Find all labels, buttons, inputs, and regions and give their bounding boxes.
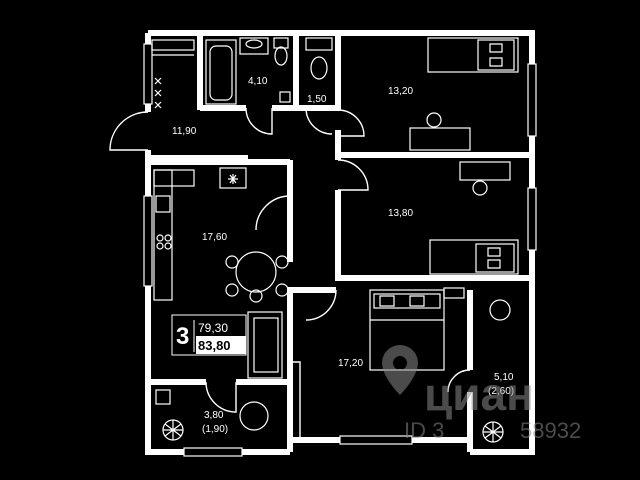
watermark: циан ID 3 58932 <box>382 345 581 443</box>
room-label-kitchen: 17,60 <box>202 232 227 243</box>
room-label-balcony-right-reduced: (2,60) <box>488 386 514 397</box>
windows <box>143 43 537 457</box>
bathroom-fixtures <box>205 37 333 105</box>
total-area: 83,80 <box>198 338 231 353</box>
wardrobe <box>151 39 195 109</box>
living-area: 79,30 <box>198 321 228 335</box>
room-label-balcony-left-reduced: (1,90) <box>202 424 228 435</box>
room-label-living: 17,20 <box>338 358 363 369</box>
location-pin-icon <box>382 345 418 395</box>
rooms-count: 3 <box>176 323 189 350</box>
room-label-balcony-right: 5,10 <box>494 372 514 383</box>
room-label-bedroom-top: 13,20 <box>388 86 413 97</box>
room-label-bedroom-mid: 13,80 <box>388 208 413 219</box>
room-label-bathroom: 4,10 <box>248 76 268 87</box>
watermark-id: ID 3 <box>404 418 444 443</box>
watermark-id-tail: 58932 <box>520 418 581 443</box>
room-label-corridor: 11,90 <box>172 126 197 137</box>
room-label-toilet: 1,50 <box>307 94 327 105</box>
bedroom-mid-furniture <box>429 161 519 275</box>
doors <box>109 107 471 438</box>
plant-icon <box>162 419 504 443</box>
room-label-balcony-left: 3,80 <box>204 410 224 421</box>
watermark-brand: циан <box>424 368 534 420</box>
area-summary: 3 79,30 83,80 <box>171 314 247 356</box>
kitchen-furniture <box>153 167 289 379</box>
bedroom-top-furniture <box>409 37 519 151</box>
